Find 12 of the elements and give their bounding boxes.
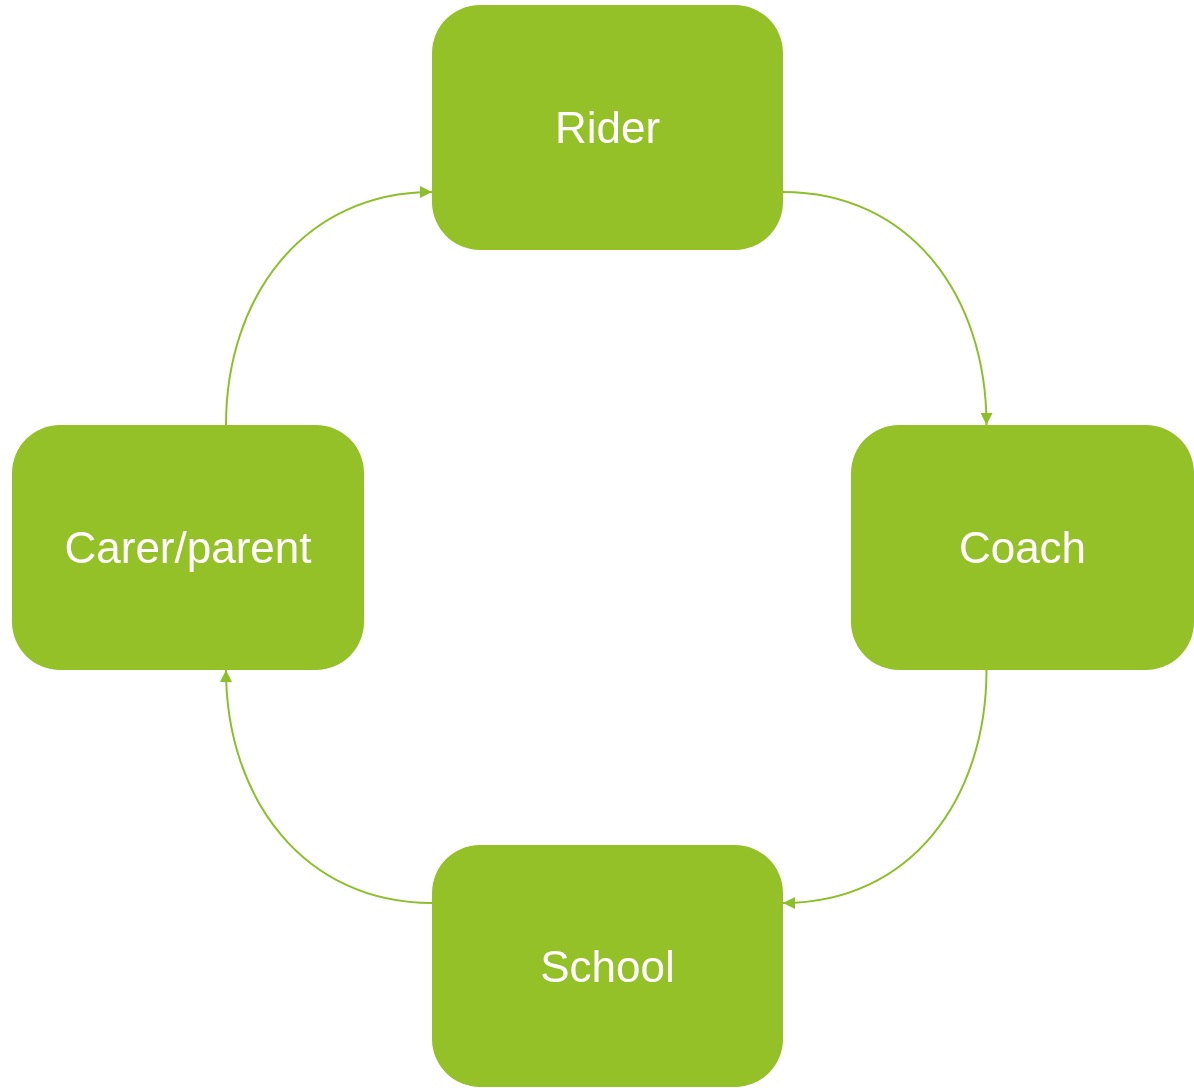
box-label: Rider	[554, 102, 661, 154]
process-box	[12, 425, 364, 670]
arrow	[220, 669, 433, 904]
arrow	[782, 669, 988, 909]
arrow	[782, 191, 992, 426]
box-label: School	[540, 940, 675, 993]
process-box	[432, 5, 783, 250]
box-label: Coach	[958, 522, 1087, 574]
process-box	[851, 425, 1194, 670]
box-label: Carer/parent	[64, 522, 312, 574]
process-box	[432, 845, 783, 1087]
arrow	[225, 186, 433, 426]
